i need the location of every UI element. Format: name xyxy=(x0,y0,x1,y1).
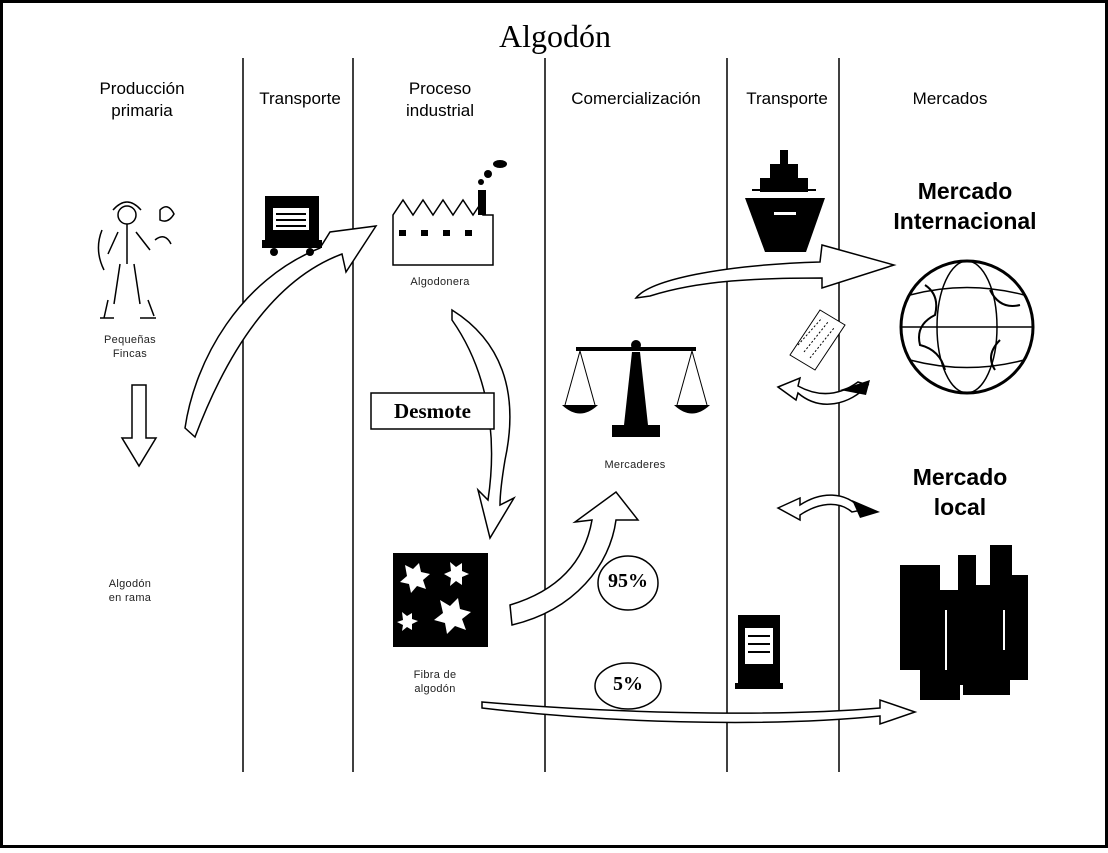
truck-icon xyxy=(262,196,322,256)
label-mercado-local: Mercado local xyxy=(912,464,1008,520)
column-header-mercados: Mercados xyxy=(912,89,988,108)
label-mercaderes: Mercaderes xyxy=(604,459,666,471)
desmote-box xyxy=(370,392,495,430)
label-pequenas-fincas: Pequeñas Fincas xyxy=(104,334,156,360)
pct-95-circle xyxy=(597,555,659,611)
column-header-transporte-2: Transporte xyxy=(746,89,828,108)
small-curved-arrow-1-black xyxy=(840,380,870,395)
farm-to-factory-arrow xyxy=(184,225,378,439)
small-curved-arrow-2-black xyxy=(852,500,880,518)
factory-icon xyxy=(392,160,507,266)
column-header-proceso: Proceso industrial xyxy=(405,79,475,120)
column-header-comercializacion: Comercialización xyxy=(571,89,701,108)
small-curved-arrow-2 xyxy=(776,494,864,522)
globe-icon xyxy=(899,259,1035,395)
fiber-to-merchants-arrow xyxy=(509,490,640,626)
diagram-title: Algodón xyxy=(499,18,611,54)
cotton-fiber-icon xyxy=(393,553,488,647)
column-separators xyxy=(242,58,840,772)
to-international-arrow xyxy=(634,244,897,300)
label-pct-95: 95% xyxy=(608,570,648,592)
down-arrow xyxy=(120,384,158,468)
label-algodon-en-rama: Algodón en rama xyxy=(108,578,152,604)
bottom-long-arrow xyxy=(481,698,918,726)
label-pct-5: 5% xyxy=(613,673,643,695)
column-header-produccion: Producción primaria xyxy=(99,79,185,120)
farmer-icon xyxy=(97,201,175,319)
ship-icon xyxy=(745,150,825,252)
label-algodonera: Algodonera xyxy=(410,276,470,288)
cotton-bale-icon xyxy=(789,309,846,371)
factory-to-fiber-arrow xyxy=(451,308,516,540)
pct-5-circle xyxy=(594,662,662,710)
label-desmote: Desmote xyxy=(394,399,471,423)
label-fibra-de-algodon: Fibra de algodón xyxy=(413,669,457,695)
column-header-transporte-1: Transporte xyxy=(259,89,341,108)
label-mercado-internacional: Mercado Internacional xyxy=(893,178,1037,234)
balance-scale-icon xyxy=(562,340,710,437)
truck-icon-small xyxy=(735,615,783,689)
city-buildings-icon xyxy=(900,545,1028,700)
